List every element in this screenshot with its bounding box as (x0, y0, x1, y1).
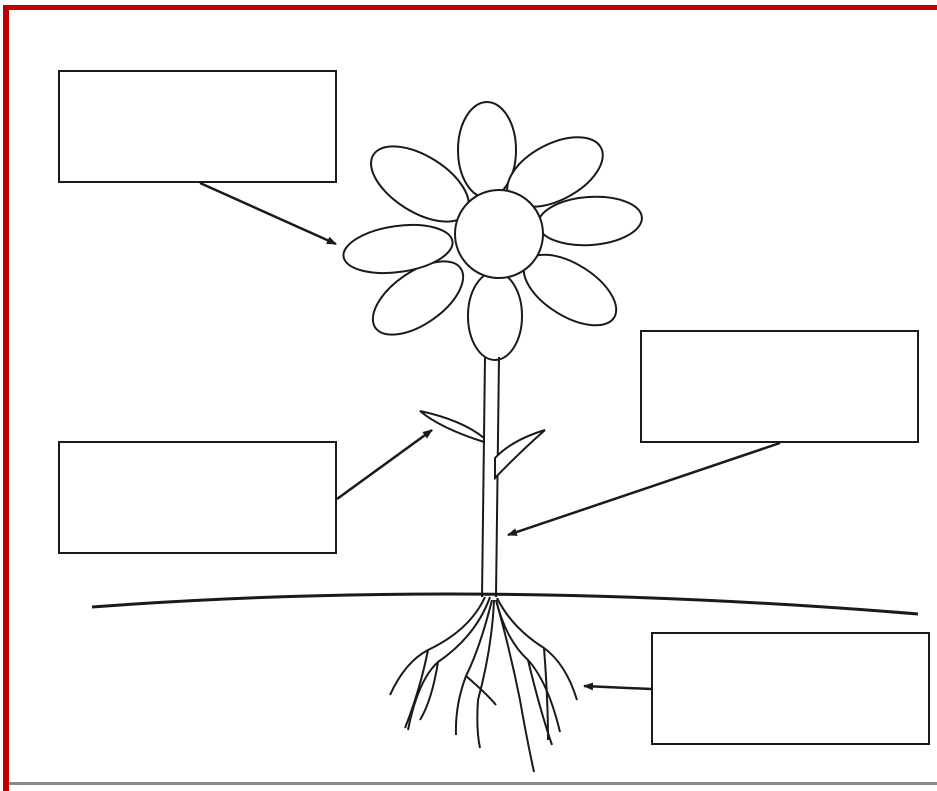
leaf-left (420, 411, 484, 442)
arrow-to-leaf (337, 430, 432, 499)
stem-label-box[interactable] (640, 330, 919, 443)
leaf-label-box[interactable] (58, 441, 337, 554)
leaf-right (495, 430, 545, 478)
flower-label-box[interactable] (58, 70, 337, 183)
leaves (420, 411, 545, 478)
roots-label-box[interactable] (651, 632, 930, 745)
flower-head (340, 102, 643, 360)
flower-center (455, 190, 543, 278)
arrow-to-stem (508, 443, 780, 535)
arrow-to-roots (584, 686, 651, 689)
arrow-to-flower (200, 183, 336, 244)
roots (390, 597, 577, 772)
petal (468, 272, 522, 360)
